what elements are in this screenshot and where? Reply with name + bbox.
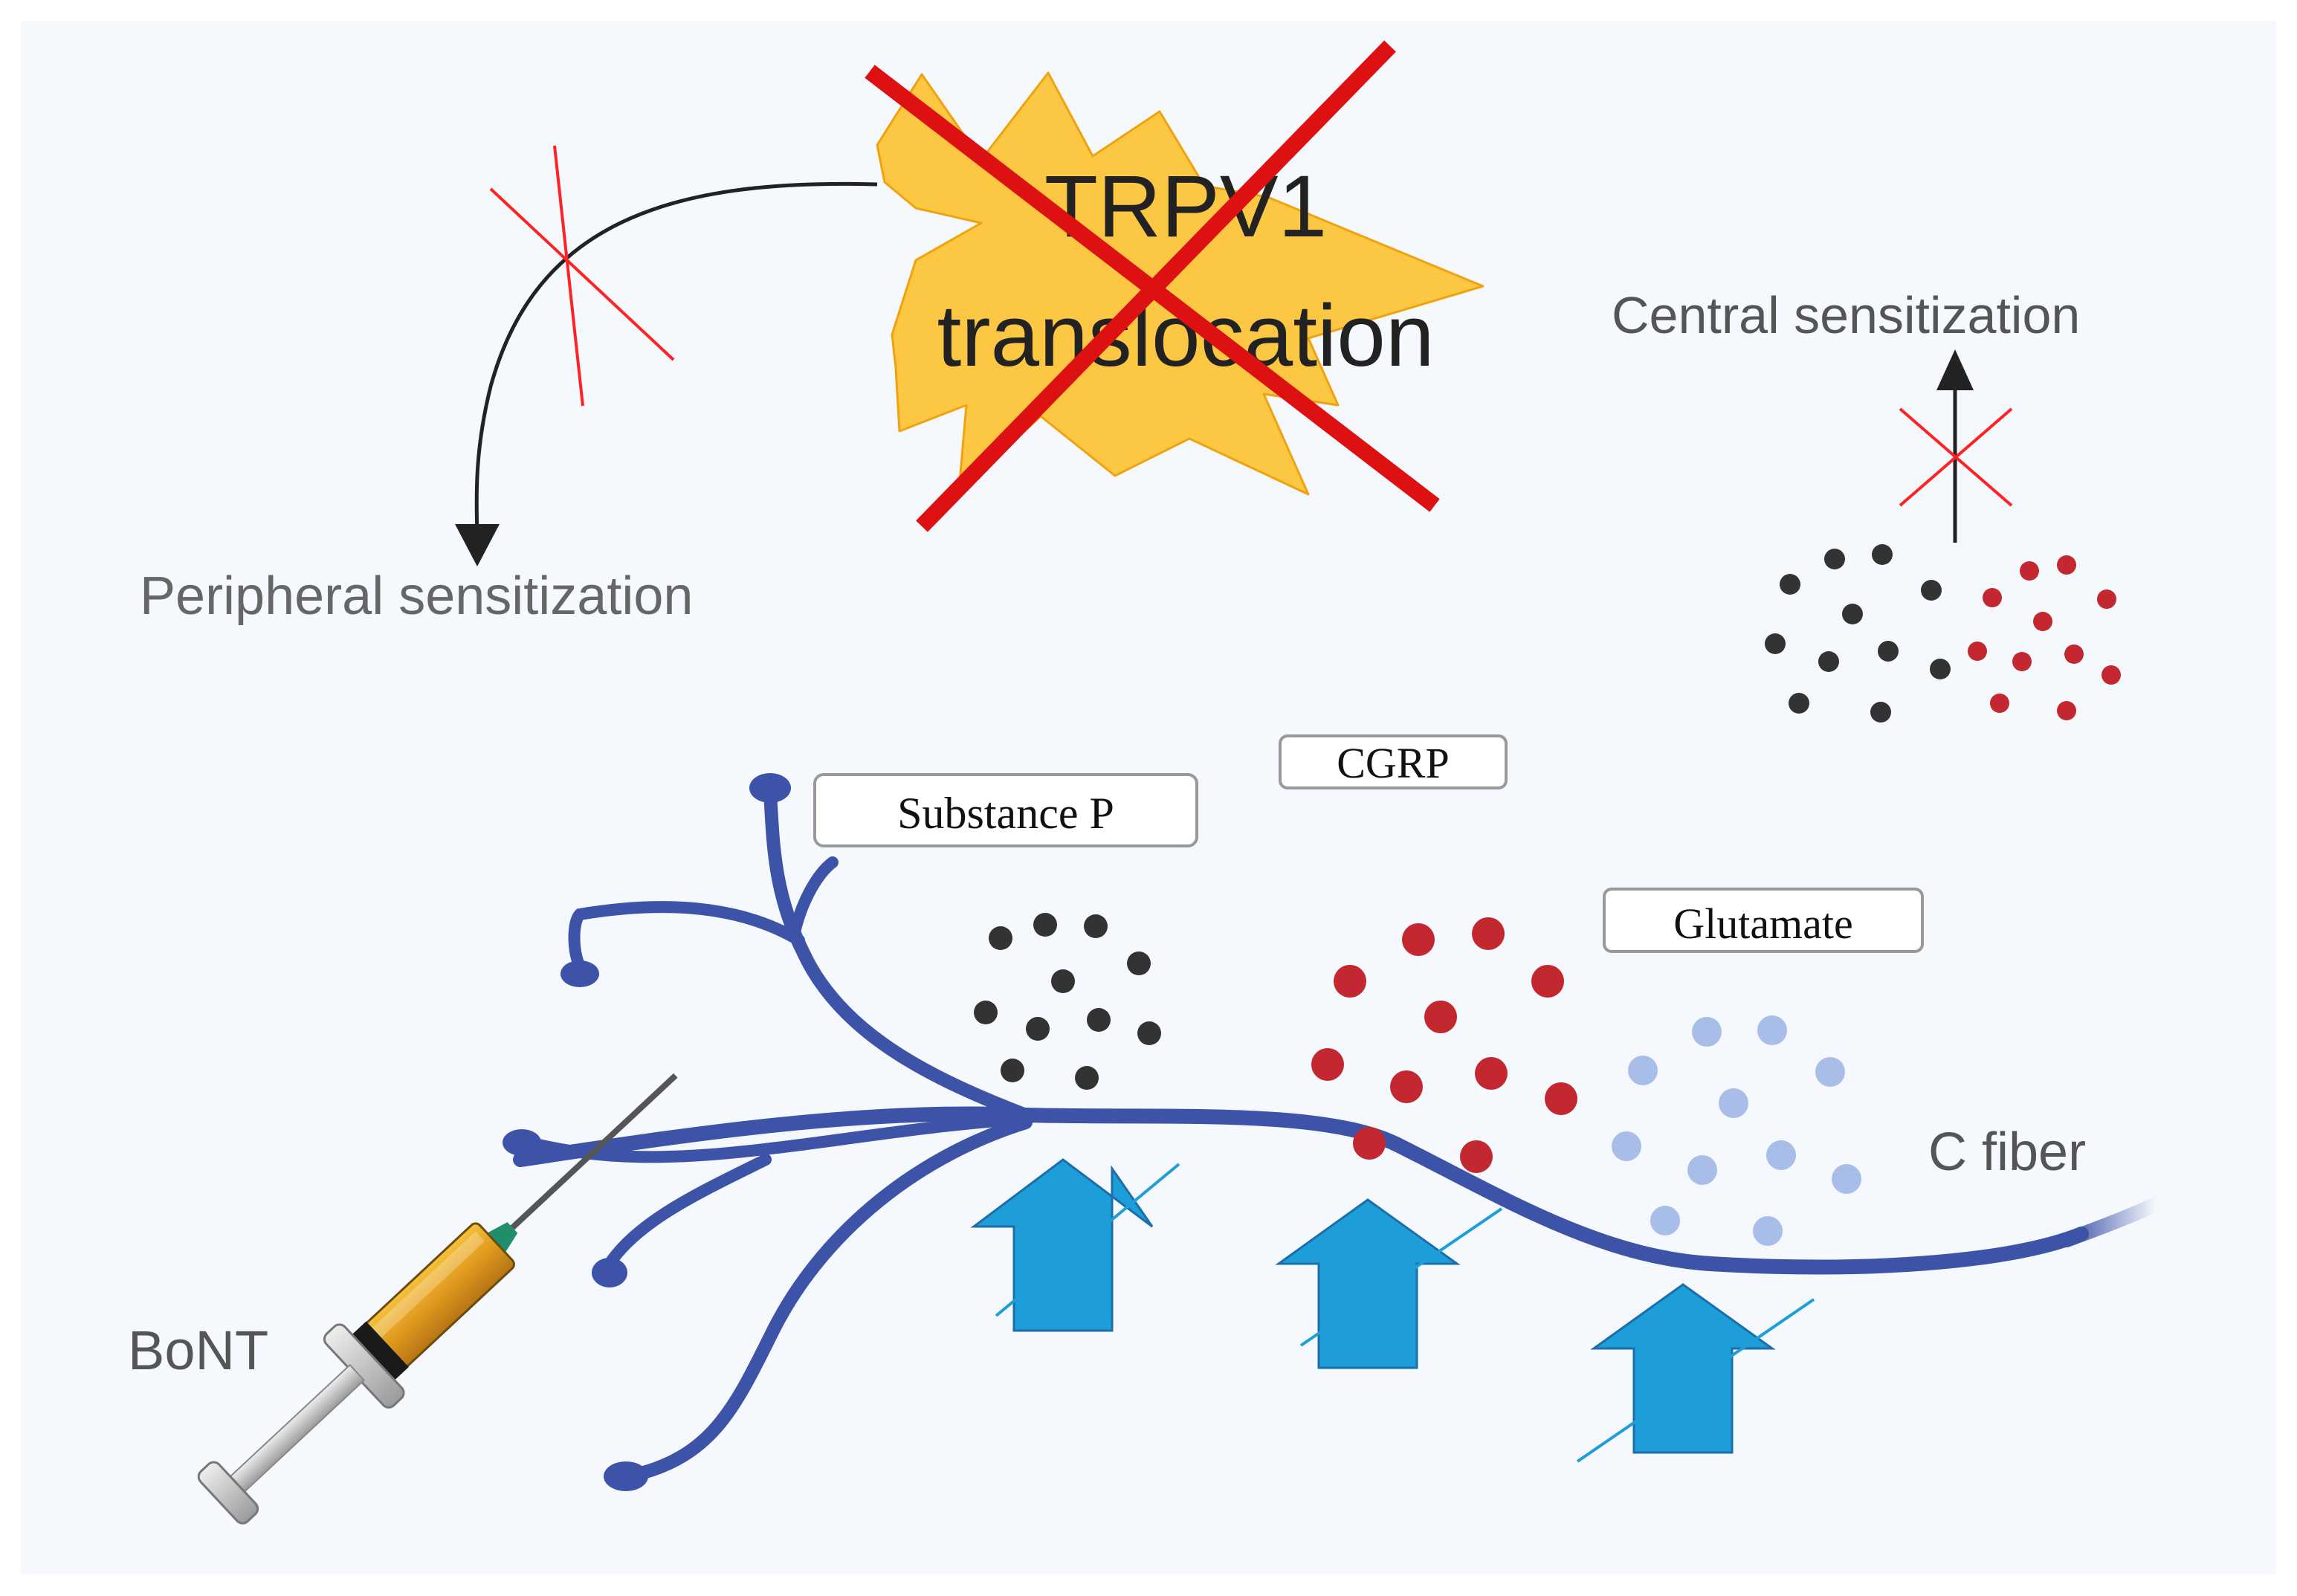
cgrp-label: CGRP [1337,739,1450,787]
release-arrow-3 [1576,1283,1815,1463]
syringe-icon [197,1073,678,1525]
big-x-icon [865,40,1440,532]
peripheral-arrow-head [455,524,500,566]
trpv1-label-line2: translocation [937,287,1434,385]
cgrp-label-box: CGRP [1279,734,1508,789]
cgrp-dots [1311,917,1577,1173]
central-dark-dots [1765,544,1951,723]
nerve-knobs [503,773,791,1491]
c-fiber-label: C fiber [1928,1122,2086,1182]
glutamate-label-box: Glutamate [1603,888,1924,953]
peripheral-arrow [474,181,878,536]
starburst-shape [876,71,1485,496]
central-label: Central sensitization [1612,286,2080,344]
glutamate-label: Glutamate [1673,899,1853,948]
central-arrow-head [1936,349,1974,390]
substance-p-label-box: Substance P [813,773,1198,847]
release-arrow-1 [970,1158,1180,1332]
glutamate-dots [1612,1015,1861,1246]
central-inhibition-x [1899,407,2013,507]
central-red-dots [1968,555,2121,720]
peripheral-label: Peripheral sensitization [140,566,693,626]
substance-p-label: Substance P [897,789,1114,838]
release-arrow-2 [1275,1198,1503,1369]
bont-label: BoNT [128,1319,268,1381]
peripheral-inhibition-x [489,145,675,407]
c-fiber-nerve [507,786,2163,1482]
substance-p-dots [974,913,1161,1090]
